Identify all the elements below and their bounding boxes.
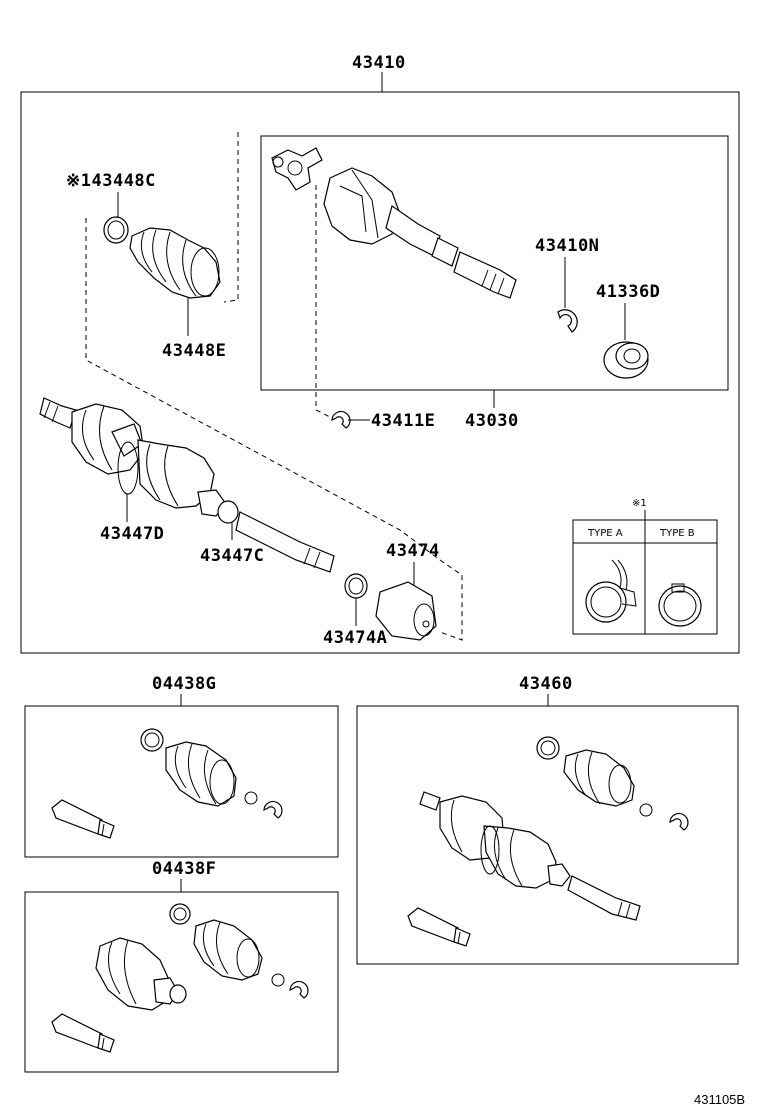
dashed-outline-clamp xyxy=(223,132,239,303)
dashed-outline-snap xyxy=(315,185,333,419)
snap-ring-43411E-icon xyxy=(331,410,351,429)
label-43448E[interactable]: 43448E xyxy=(162,341,226,361)
boot-kit-f-inner-boot-icon xyxy=(193,919,263,981)
dust-seal-icon xyxy=(603,341,649,379)
label-43447C[interactable]: 43447C xyxy=(200,546,264,566)
boot-kit-g-group: 04438G xyxy=(24,674,339,858)
boot-kit-f-box xyxy=(24,891,339,1073)
label-43448C[interactable]: ※143448C xyxy=(66,171,156,191)
label-43410N[interactable]: 43410N xyxy=(535,236,599,256)
damper-icon xyxy=(375,581,437,641)
inboard-joint-box xyxy=(260,135,729,391)
inboard-boot-group: ※143448C 43448E xyxy=(66,171,226,361)
outboard-kit-boot-icon xyxy=(563,749,635,807)
grease-tube-icon xyxy=(51,799,115,839)
inboard-housing-icon xyxy=(323,167,517,299)
diagram-ref: 431105B xyxy=(694,1092,745,1107)
clamp-type-legend: ※1 TYPE A TYPE B xyxy=(572,498,718,635)
outboard-kit-shaft-icon xyxy=(419,791,641,921)
legend-note: ※1 xyxy=(632,498,647,509)
outboard-joint-icon xyxy=(39,397,335,573)
damper-group: 43474 43474A xyxy=(323,541,440,648)
boot-kit-f-group: 04438F xyxy=(24,859,339,1073)
label-04438F[interactable]: 04438F xyxy=(152,859,216,879)
label-04438G[interactable]: 04438G xyxy=(152,674,216,694)
legend-type-a: TYPE A xyxy=(587,528,623,539)
boot-kit-g-box xyxy=(24,705,339,858)
type-a-clamp-icon xyxy=(585,559,637,623)
assembly-box xyxy=(20,91,740,654)
label-43447D[interactable]: 43447D xyxy=(100,524,164,544)
label-43411E[interactable]: 43411E xyxy=(371,411,435,431)
grease-tube-f-icon xyxy=(51,1013,115,1053)
dashed-outline-boot xyxy=(85,218,463,641)
grease-tube-43460-icon xyxy=(407,907,471,947)
snap-ring-icon xyxy=(557,309,578,333)
legend-type-b: TYPE B xyxy=(659,528,695,539)
assembly-43410-group: 43410 xyxy=(20,53,740,654)
label-43474A[interactable]: 43474A xyxy=(323,628,387,648)
label-43030[interactable]: 43030 xyxy=(465,411,519,431)
snap-ring-43411E-group: 43411E xyxy=(331,410,435,431)
inboard-joint-group: 43030 43410N 41336D xyxy=(260,135,729,431)
label-43410[interactable]: 43410 xyxy=(352,53,406,73)
label-43474[interactable]: 43474 xyxy=(386,541,440,561)
boot-kit-f-outer-boot-icon xyxy=(95,937,187,1011)
label-41336D[interactable]: 41336D xyxy=(596,282,660,302)
tripod-icon xyxy=(271,147,323,191)
inboard-boot-icon xyxy=(129,227,221,299)
type-b-clamp-icon xyxy=(658,583,702,627)
outboard-joint-43460-group: 43460 xyxy=(356,674,739,965)
label-43460[interactable]: 43460 xyxy=(519,674,573,694)
boot-kit-g-boot-icon xyxy=(165,741,237,807)
outboard-joint-box xyxy=(356,705,739,965)
